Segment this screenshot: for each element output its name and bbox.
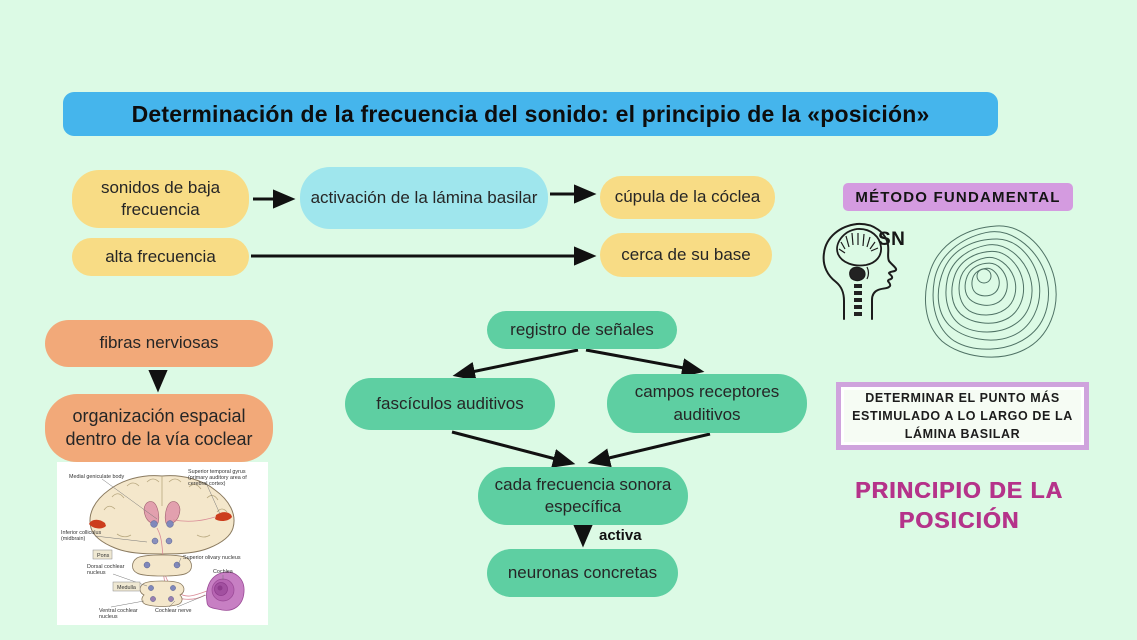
head-profile-sketch-icon (822, 222, 898, 320)
label-medulla: Medulla (117, 585, 136, 591)
label-stg-3: cerebral cortex) (188, 481, 226, 487)
label-superior-olivary: Superior olivary nucleus (183, 555, 241, 561)
node-each-sound-frequency: cada frecuencia sonora específica (478, 467, 688, 525)
auditory-pathway-figure: Medial geniculate body Superior temporal… (57, 462, 268, 625)
label-inferior-colliculus-2: (midbrain) (61, 536, 85, 542)
label-dorsal-cochlear-2: nucleus (87, 570, 106, 576)
node-basilar-membrane-activation: activación de la lámina basilar (300, 167, 548, 229)
fundamental-method-heading: MÉTODO FUNDAMENTAL (843, 183, 1073, 211)
activates-arrow-label: activa (599, 527, 642, 544)
cochlea-spiral (206, 571, 245, 611)
position-principle-heading: PRINCIPIO DE LA POSICIÓN (855, 477, 1063, 533)
node-low-frequency-sounds: sonidos de baja frecuencia (72, 170, 249, 228)
label-ventral-cochlear-1: Ventral cochlear (99, 608, 138, 614)
page-title: Determinación de la frecuencia del sonid… (63, 92, 998, 136)
node-cochlea-cupula: cúpula de la cóclea (600, 176, 775, 219)
label-stg-2: (primary auditory area of (188, 475, 247, 481)
node-auditory-receptor-fields: campos receptores auditivos (607, 374, 807, 433)
node-specific-neurons: neuronas concretas (487, 549, 678, 597)
label-stg-1: Superior temporal gyrus (188, 469, 246, 475)
node-spatial-organization: organización espacial dentro de la vía c… (45, 394, 273, 462)
node-near-base: cerca de su base (600, 233, 772, 277)
contour-map-sketch (922, 218, 1067, 363)
node-signal-recording: registro de señales (487, 311, 677, 349)
node-high-frequency: alta frecuencia (72, 238, 249, 276)
label-pons: Pons (97, 553, 110, 559)
label-cochlea: Cochlea (213, 569, 233, 575)
sn-label: SN (878, 229, 906, 250)
label-inferior-colliculus-1: Inferior colliculus (61, 530, 101, 536)
node-auditory-fascicles: fascículos auditivos (345, 378, 555, 430)
node-nerve-fibers: fibras nerviosas (45, 320, 273, 367)
label-medial-geniculate: Medial geniculate body (69, 474, 124, 480)
determine-point-callout: DETERMINAR EL PUNTO MÁS ESTIMULADO A LO … (836, 382, 1089, 450)
label-ventral-cochlear-2: nucleus (99, 614, 118, 620)
label-cochlear-nerve: Cochlear nerve (155, 608, 192, 614)
label-dorsal-cochlear-1: Dorsal cochlear (87, 564, 125, 570)
